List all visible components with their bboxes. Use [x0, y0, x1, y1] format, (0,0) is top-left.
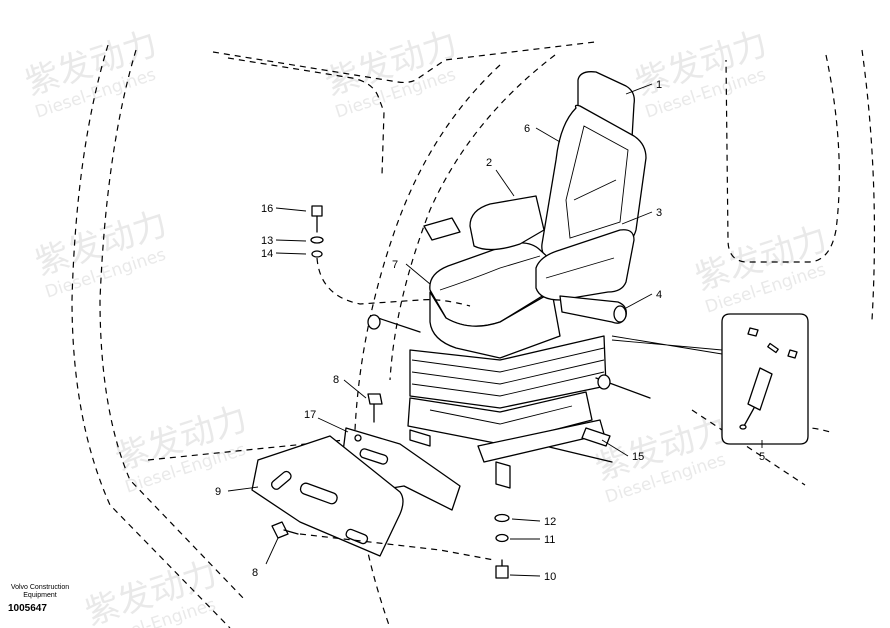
- callout-4: 4: [656, 289, 662, 301]
- cushion-base: [429, 291, 561, 359]
- callout-2: 2: [486, 157, 492, 169]
- callout-6: 6: [524, 123, 530, 135]
- company-line-2: Equipment: [23, 592, 57, 599]
- callout-9: 9: [215, 486, 221, 498]
- washer-13: [310, 236, 324, 244]
- suspension-base: [367, 314, 651, 489]
- callout-17: 17: [304, 409, 316, 421]
- callout-10: 10: [544, 571, 556, 583]
- callout-8-upper: 8: [333, 374, 339, 386]
- callout-13: 13: [261, 235, 273, 247]
- callout-labels: 1 2 3 4 5 6 7 8 8 9 10 11 12 13 14 15 16…: [215, 79, 765, 583]
- washer-14: [311, 250, 323, 258]
- callout-16: 16: [261, 203, 273, 215]
- leader-lines: [227, 83, 763, 577]
- callout-15: 15: [632, 451, 644, 463]
- bolt-16: [311, 205, 323, 217]
- seat-belt-left: [423, 217, 461, 241]
- company-caption: Volvo Construction Equipment: [8, 584, 72, 600]
- part-number: 1005647: [8, 603, 47, 614]
- company-line-1: Volvo Construction: [10, 584, 70, 591]
- bolt-8-upper: [367, 393, 383, 405]
- armrest: [535, 229, 635, 301]
- callout-14: 14: [261, 248, 273, 260]
- bolt-8-lower: [271, 521, 289, 539]
- callout-8-lower: 8: [252, 567, 258, 579]
- callout-5: 5: [759, 451, 765, 463]
- callout-7: 7: [392, 259, 398, 271]
- seat: [423, 71, 647, 359]
- callout-12: 12: [544, 516, 556, 528]
- washer-12: [494, 513, 510, 523]
- bracket-and-cover: [251, 427, 461, 557]
- backrest-side: [469, 195, 545, 251]
- gas-spring: [747, 367, 773, 411]
- washer-11: [495, 533, 509, 543]
- callout-3: 3: [656, 207, 662, 219]
- gas-spring-inset: [611, 313, 809, 445]
- bolt-10: [495, 565, 509, 579]
- armrest-knob: [613, 305, 627, 323]
- callout-11: 11: [544, 534, 555, 546]
- hardware: [271, 205, 510, 579]
- callout-1: 1: [656, 79, 662, 91]
